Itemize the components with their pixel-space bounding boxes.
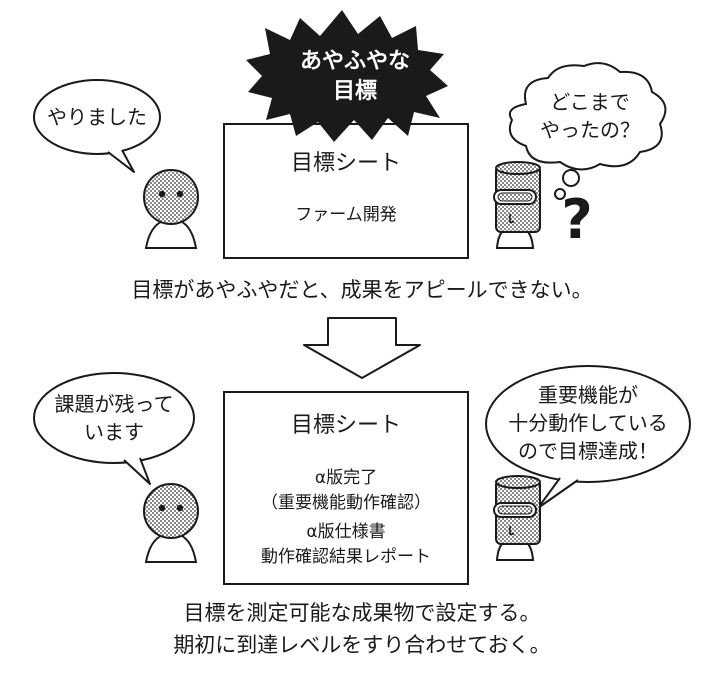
- caption-line: 目標を測定可能な成果物で設定する。: [183, 601, 541, 625]
- top-caption: 目標があやふやだと、成果をアピールできない。: [131, 278, 593, 302]
- sheet-line: α版完了: [314, 468, 378, 488]
- bubble-line: ので目標達成！: [518, 439, 658, 463]
- down-arrow: [303, 317, 421, 379]
- bubble-line: 課題が残って: [54, 392, 174, 416]
- speech-bubble-top-left: [33, 79, 161, 173]
- speech-bubble-bottom-right: [485, 365, 691, 509]
- cylinder-character-top: [493, 161, 541, 249]
- sheet-line: α版仕様書: [306, 522, 386, 542]
- sheet-line: 動作確認結果レポート: [261, 547, 431, 567]
- bottom-caption: 目標を測定可能な成果物で設定する。 期初に到達レベルをすり合わせておく。: [40, 597, 684, 661]
- goal-sheet-top-item: ファーム開発: [295, 205, 397, 225]
- burst-line: 目標: [332, 79, 377, 104]
- speech-bubble-top-left-text: やりました: [47, 105, 147, 129]
- goal-sheet-top-title: 目標シート: [290, 151, 401, 176]
- goal-sheet-top: [223, 123, 469, 259]
- sheet-line: （重要機能動作確認）: [261, 493, 431, 513]
- speech-bubble-bottom-left: [33, 372, 195, 485]
- speech-bubble-bottom-left-text: 課題が残って います: [40, 390, 188, 446]
- round-character-top: [143, 169, 199, 249]
- thought-bubble-top-right: [508, 62, 667, 200]
- burst-line: あやふやな: [299, 49, 410, 74]
- cylinder-character-bottom: [493, 475, 541, 561]
- goal-sheet-bottom-items: α版完了 （重要機能動作確認） α版仕様書 動作確認結果レポート: [224, 466, 468, 570]
- question-mark: ?: [561, 188, 593, 251]
- thought-line: どこまで: [550, 90, 630, 114]
- caption-line: 期初に到達レベルをすり合わせておく。: [173, 633, 551, 657]
- vague-goal-burst: [246, 10, 448, 142]
- goal-sheet-bottom-title: 目標シート: [290, 413, 401, 438]
- bubble-line: 十分動作している: [508, 411, 668, 435]
- speech-bubble-bottom-right-text: 重要機能が 十分動作している ので目標達成！: [496, 381, 680, 465]
- bubble-line: 重要機能が: [538, 383, 638, 407]
- thought-line: やったの？: [540, 118, 640, 142]
- burst-label: あやふやな 目標: [280, 47, 430, 107]
- round-character-bottom: [143, 483, 199, 563]
- thought-bubble-top-right-text: どこまで やったの？: [520, 88, 660, 144]
- goal-sheet-bottom: [223, 391, 469, 585]
- bubble-line: います: [84, 420, 144, 444]
